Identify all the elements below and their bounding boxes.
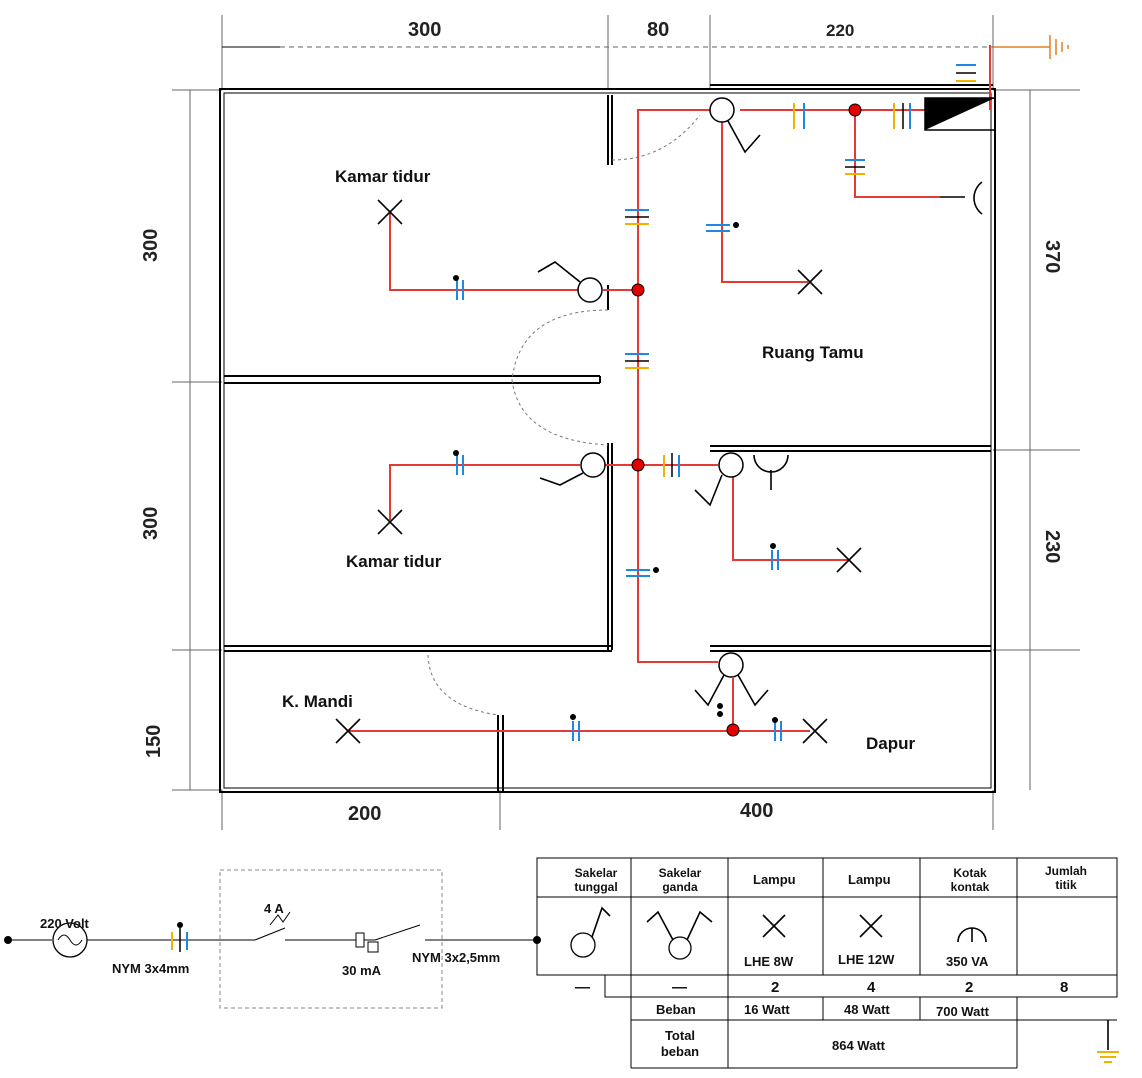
dim-top-220: 220 — [826, 21, 854, 40]
wiring — [348, 45, 991, 732]
legend-load-socket: 700 Watt — [936, 1004, 990, 1019]
legend-header-single-switch-line-1: Sakelar — [575, 866, 618, 880]
socket-symbols — [753, 181, 983, 490]
dim-right-230: 230 — [1041, 530, 1063, 563]
dim-left-150: 150 — [143, 725, 165, 758]
dim-bottom-400: 400 — [740, 800, 773, 822]
legend-header-single-switch-line-2: tunggal — [574, 880, 617, 894]
legend-symbol-label-lhe8: LHE 8W — [744, 954, 794, 969]
schematic-cable-in: NYM 3x4mm — [112, 961, 189, 976]
legend-total-label-line1: Total — [665, 1028, 695, 1043]
dim-top-300: 300 — [408, 19, 441, 41]
room-label-bath: K. Mandi — [282, 692, 353, 711]
legend-load-lamp-2: 48 Watt — [844, 1002, 890, 1017]
walls — [219, 84, 996, 793]
legend-header-socket-line-2: kontak — [951, 880, 990, 894]
legend-count-single-switch: — — [575, 979, 590, 996]
legend-header-lamp-1: Lampu — [753, 872, 796, 887]
legend-count-double-switch: — — [672, 979, 687, 996]
legend-symbol-label-socket: 350 VA — [946, 954, 989, 969]
legend-count-lamp-2: 4 — [867, 979, 876, 996]
switch-symbols — [537, 97, 996, 707]
room-label-bedroom-bottom: Kamar tidur — [346, 552, 442, 571]
lamp-symbols — [335, 199, 862, 744]
room-label-bedroom-top: Kamar tidur — [335, 167, 431, 186]
doors — [427, 114, 701, 716]
dimension-lines — [172, 15, 1080, 830]
legend-load-lamp-1: 16 Watt — [744, 1002, 790, 1017]
ground-symbol-top — [993, 35, 1069, 59]
legend-load-label: Beban — [656, 1002, 696, 1017]
schematic-breaker-label: 4 A — [264, 901, 284, 916]
legend-total-value: 864 Watt — [832, 1038, 886, 1053]
legend-header-points-line-1: Jumlah — [1045, 864, 1087, 878]
legend-count-total: 8 — [1060, 979, 1068, 996]
legend-table-grid — [536, 857, 1119, 1069]
legend-header-lamp-2: Lampu — [848, 872, 891, 887]
legend-header-socket-line-1: Kotak — [953, 866, 987, 880]
dim-left-300-bottom: 300 — [140, 507, 162, 540]
legend-header-points-line-2: titik — [1055, 878, 1077, 892]
legend-header-double-switch-line-2: ganda — [662, 880, 698, 894]
dim-bottom-200: 200 — [348, 803, 381, 825]
dim-top-80: 80 — [647, 19, 669, 41]
legend-total-label-line2: beban — [661, 1044, 699, 1059]
dim-left-300-top: 300 — [140, 229, 162, 262]
legend-count-socket: 2 — [965, 979, 973, 996]
legend-header-double-switch-line-1: Sakelar — [659, 866, 702, 880]
legend-count-lamp-1: 2 — [771, 979, 779, 996]
single-line-schematic — [4, 869, 541, 1009]
room-label-living: Ruang Tamu — [762, 343, 864, 362]
conductor-marks — [453, 64, 976, 741]
junction-dots — [631, 103, 862, 737]
dim-right-370: 370 — [1041, 240, 1063, 273]
schematic-cable-out: NYM 3x2,5mm — [412, 950, 500, 965]
schematic-source-label: 220 Volt — [40, 916, 90, 931]
room-label-kitchen: Dapur — [866, 734, 916, 753]
legend-symbol-label-lhe12: LHE 12W — [838, 952, 895, 967]
schematic-rcd-label: 30 mA — [342, 963, 382, 978]
